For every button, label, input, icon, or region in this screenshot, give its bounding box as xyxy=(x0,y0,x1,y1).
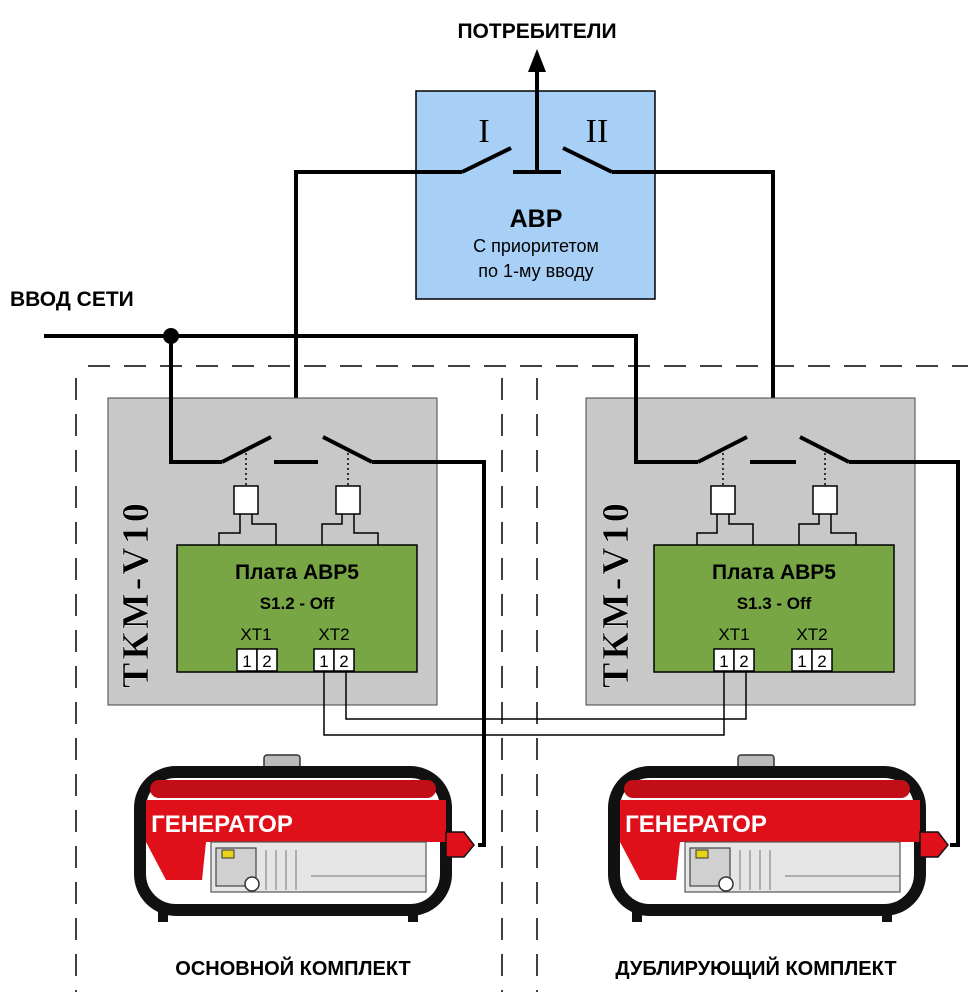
consumers-label: ПОТРЕБИТЕЛИ xyxy=(457,20,616,43)
unit2-coil2-lead-b xyxy=(830,514,857,545)
unit1-coil-2 xyxy=(335,485,361,515)
unit1-coil2-lead-a xyxy=(321,514,343,545)
unit1-switch-setting: S1.2 - Off xyxy=(260,594,335,613)
avr-title: АВР xyxy=(510,205,563,233)
grid-input-label: ВВОД СЕТИ xyxy=(10,288,134,311)
signal-wire-2 xyxy=(345,671,747,720)
generator-1: ГЕНЕРАТОР xyxy=(140,755,474,922)
unit2-coil1-lead-a xyxy=(696,514,718,545)
output-arrow-icon xyxy=(528,49,546,72)
unit2-xt1-label: XT1 xyxy=(718,625,749,644)
avr-input-2-label: II xyxy=(586,113,609,150)
wire-unit1-to-avr xyxy=(294,170,462,470)
unit2-vertical-label: ТКМ-V10 xyxy=(595,500,637,688)
generator-2-label: ГЕНЕРАТОР xyxy=(625,811,767,838)
unit1-coil2-lead-b xyxy=(353,514,379,545)
unit2-switch-gen xyxy=(799,435,850,464)
unit2-switch-setting: S1.3 - Off xyxy=(737,594,812,613)
unit2-coil2-lead-a xyxy=(798,514,820,545)
avr-switch-1 xyxy=(461,146,512,174)
unit1-coil1-lead-b xyxy=(251,514,277,545)
avr-switch-2 xyxy=(562,146,613,174)
backup-set-label: ДУБЛИРУЮЩИЙ КОМПЛЕКТ xyxy=(615,956,896,980)
unit1-gen-wire xyxy=(372,460,486,847)
grid-wire-unit1 xyxy=(169,336,222,464)
generator-1-label: ГЕНЕРАТОР xyxy=(151,811,293,838)
avr-input-1-label: I xyxy=(478,113,489,150)
unit1-xt1-pin2: 2 xyxy=(262,652,271,671)
signal-wire-1 xyxy=(323,671,725,736)
wire-unit2-to-avr xyxy=(612,170,775,462)
unit1-coil1-lead-a xyxy=(218,514,241,545)
unit2-xt1-pin2: 2 xyxy=(739,652,748,671)
unit2-board xyxy=(653,544,895,673)
unit1-board-title: Плата АВР5 xyxy=(235,561,359,584)
unit2-gen-wire xyxy=(849,460,960,847)
unit2-coil-1 xyxy=(710,485,736,515)
unit1-xt2-pin2: 2 xyxy=(339,652,348,671)
unit1-xt2-pin1: 1 xyxy=(319,652,328,671)
main-set-label: ОСНОВНОЙ КОМПЛЕКТ xyxy=(175,956,410,980)
unit2-xt1-pin1: 1 xyxy=(719,652,728,671)
unit2-xt2-label: XT2 xyxy=(796,625,827,644)
grid-main-wire xyxy=(44,334,698,464)
unit2-xt1-terminal: 1 2 xyxy=(713,648,755,672)
unit1-xt1-label: XT1 xyxy=(240,625,271,644)
unit1-xt1-pin1: 1 xyxy=(242,652,251,671)
unit1-xt2-label: XT2 xyxy=(318,625,349,644)
unit2-coil1-lead-b xyxy=(728,514,754,545)
unit2-board-title: Плата АВР5 xyxy=(712,561,836,584)
unit2-xt2-terminal: 1 2 xyxy=(791,648,833,672)
unit2-switch-grid xyxy=(697,435,748,464)
unit1-board xyxy=(176,544,418,673)
avr-desc-line2: по 1-му вводу xyxy=(478,261,593,281)
avr-desc-line1: С приоритетом xyxy=(473,236,599,256)
unit1-coil-1 xyxy=(233,485,259,515)
unit1-switch-grid xyxy=(221,435,272,464)
unit2-xt2-pin1: 1 xyxy=(797,652,806,671)
unit1-vertical-label: ТКМ-V10 xyxy=(115,500,157,688)
unit2-xt2-pin2: 2 xyxy=(817,652,826,671)
unit1-xt2-terminal: 1 2 xyxy=(313,648,355,672)
unit1-switch-gen xyxy=(322,435,373,464)
generator-2: ГЕНЕРАТОР xyxy=(614,755,948,922)
unit1-xt1-terminal: 1 2 xyxy=(236,648,278,672)
unit2-coil-2 xyxy=(812,485,838,515)
